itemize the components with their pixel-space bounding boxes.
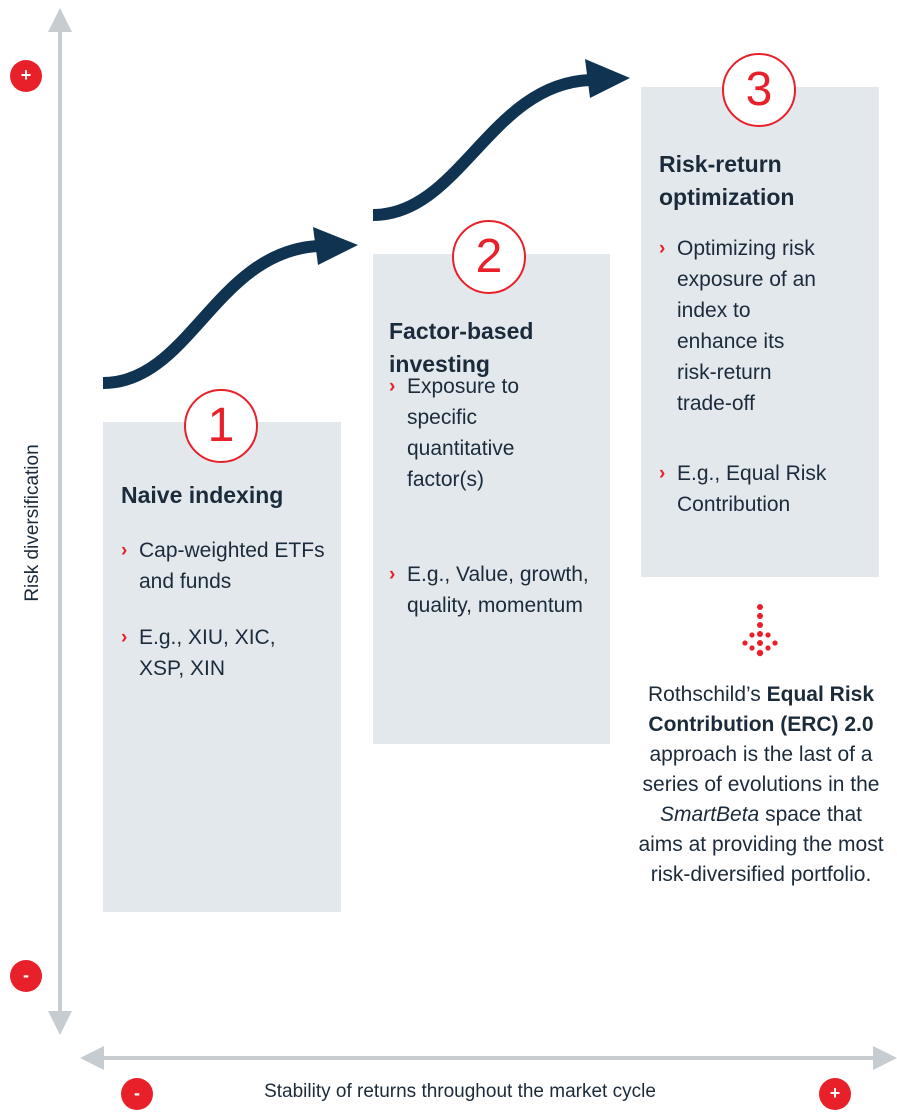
arrow-1-to-2 — [102, 240, 319, 389]
x-axis-arrow-right — [873, 1046, 897, 1070]
step-2-bullet-2: › E.g., Value, growth, quality, momentum — [389, 559, 604, 621]
arrow-1-to-2-head — [313, 227, 358, 265]
step-2-number: 2 — [452, 220, 526, 294]
arrow-2-to-3 — [372, 74, 591, 221]
bullet-text: E.g., Value, growth, quality, momentum — [407, 563, 589, 617]
chevron-right-icon: › — [659, 463, 666, 484]
step-3-number: 3 — [722, 53, 796, 127]
arrow-2-to-3-head — [585, 59, 630, 98]
note-text-bold: Equal Risk Contribution (ERC) 2.0 — [648, 683, 875, 736]
bullet-text: Optimizing risk exposure of an index to … — [677, 237, 816, 415]
step-1-bullet-1: › Cap-weighted ETFs and funds — [121, 535, 336, 597]
y-axis-arrow-up — [48, 8, 72, 32]
step-3-title: Risk-return optimization — [659, 151, 795, 210]
x-axis-arrow-left — [80, 1046, 104, 1070]
chevron-right-icon: › — [121, 540, 128, 561]
chevron-right-icon: › — [389, 376, 396, 397]
chevron-right-icon: › — [659, 238, 666, 259]
note-text-italic: SmartBeta — [660, 803, 760, 826]
x-axis-minus-badge: - — [121, 1078, 153, 1110]
step-1-title: Naive indexing — [121, 482, 284, 508]
bullet-text: E.g., XIU, XIC, XSP, XIN — [139, 626, 276, 680]
step-2-title: Factor-based investing — [389, 318, 534, 377]
x-axis-plus-badge: + — [819, 1078, 851, 1110]
dotted-down-arrow-icon — [742, 604, 778, 657]
step-3-bullet-2: › E.g., Equal Risk Contribution — [659, 458, 869, 520]
chevron-right-icon: › — [121, 627, 128, 648]
step-3-card — [641, 87, 879, 577]
bullet-text: Cap-weighted ETFs and funds — [139, 539, 325, 593]
step-3-bullet-1: › Optimizing risk exposure of an index t… — [659, 233, 829, 419]
x-axis-label: Stability of returns throughout the mark… — [264, 1081, 656, 1102]
step-1-number: 1 — [184, 389, 258, 463]
y-axis-plus-badge: + — [10, 60, 42, 92]
step-1-bullet-2: › E.g., XIU, XIC, XSP, XIN — [121, 622, 321, 684]
step-1-card — [103, 422, 341, 912]
note-text-pre: Rothschild’s — [647, 683, 767, 706]
note-text-mid: approach is the last of a series of evol… — [642, 743, 880, 796]
y-axis-arrow-down — [48, 1011, 72, 1035]
chevron-right-icon: › — [389, 564, 396, 585]
note-text-post: space that aims at providing the most ri… — [638, 803, 884, 886]
erc-note: Rothschild’s Equal Risk Contribution (ER… — [637, 680, 885, 890]
step-2-card — [373, 254, 610, 744]
step-2-bullet-1: › Exposure to specific quantitative fact… — [389, 371, 569, 495]
y-axis-minus-badge: - — [10, 960, 42, 992]
bullet-text: Exposure to specific quantitative factor… — [407, 375, 520, 491]
bullet-text: E.g., Equal Risk Contribution — [677, 462, 827, 516]
